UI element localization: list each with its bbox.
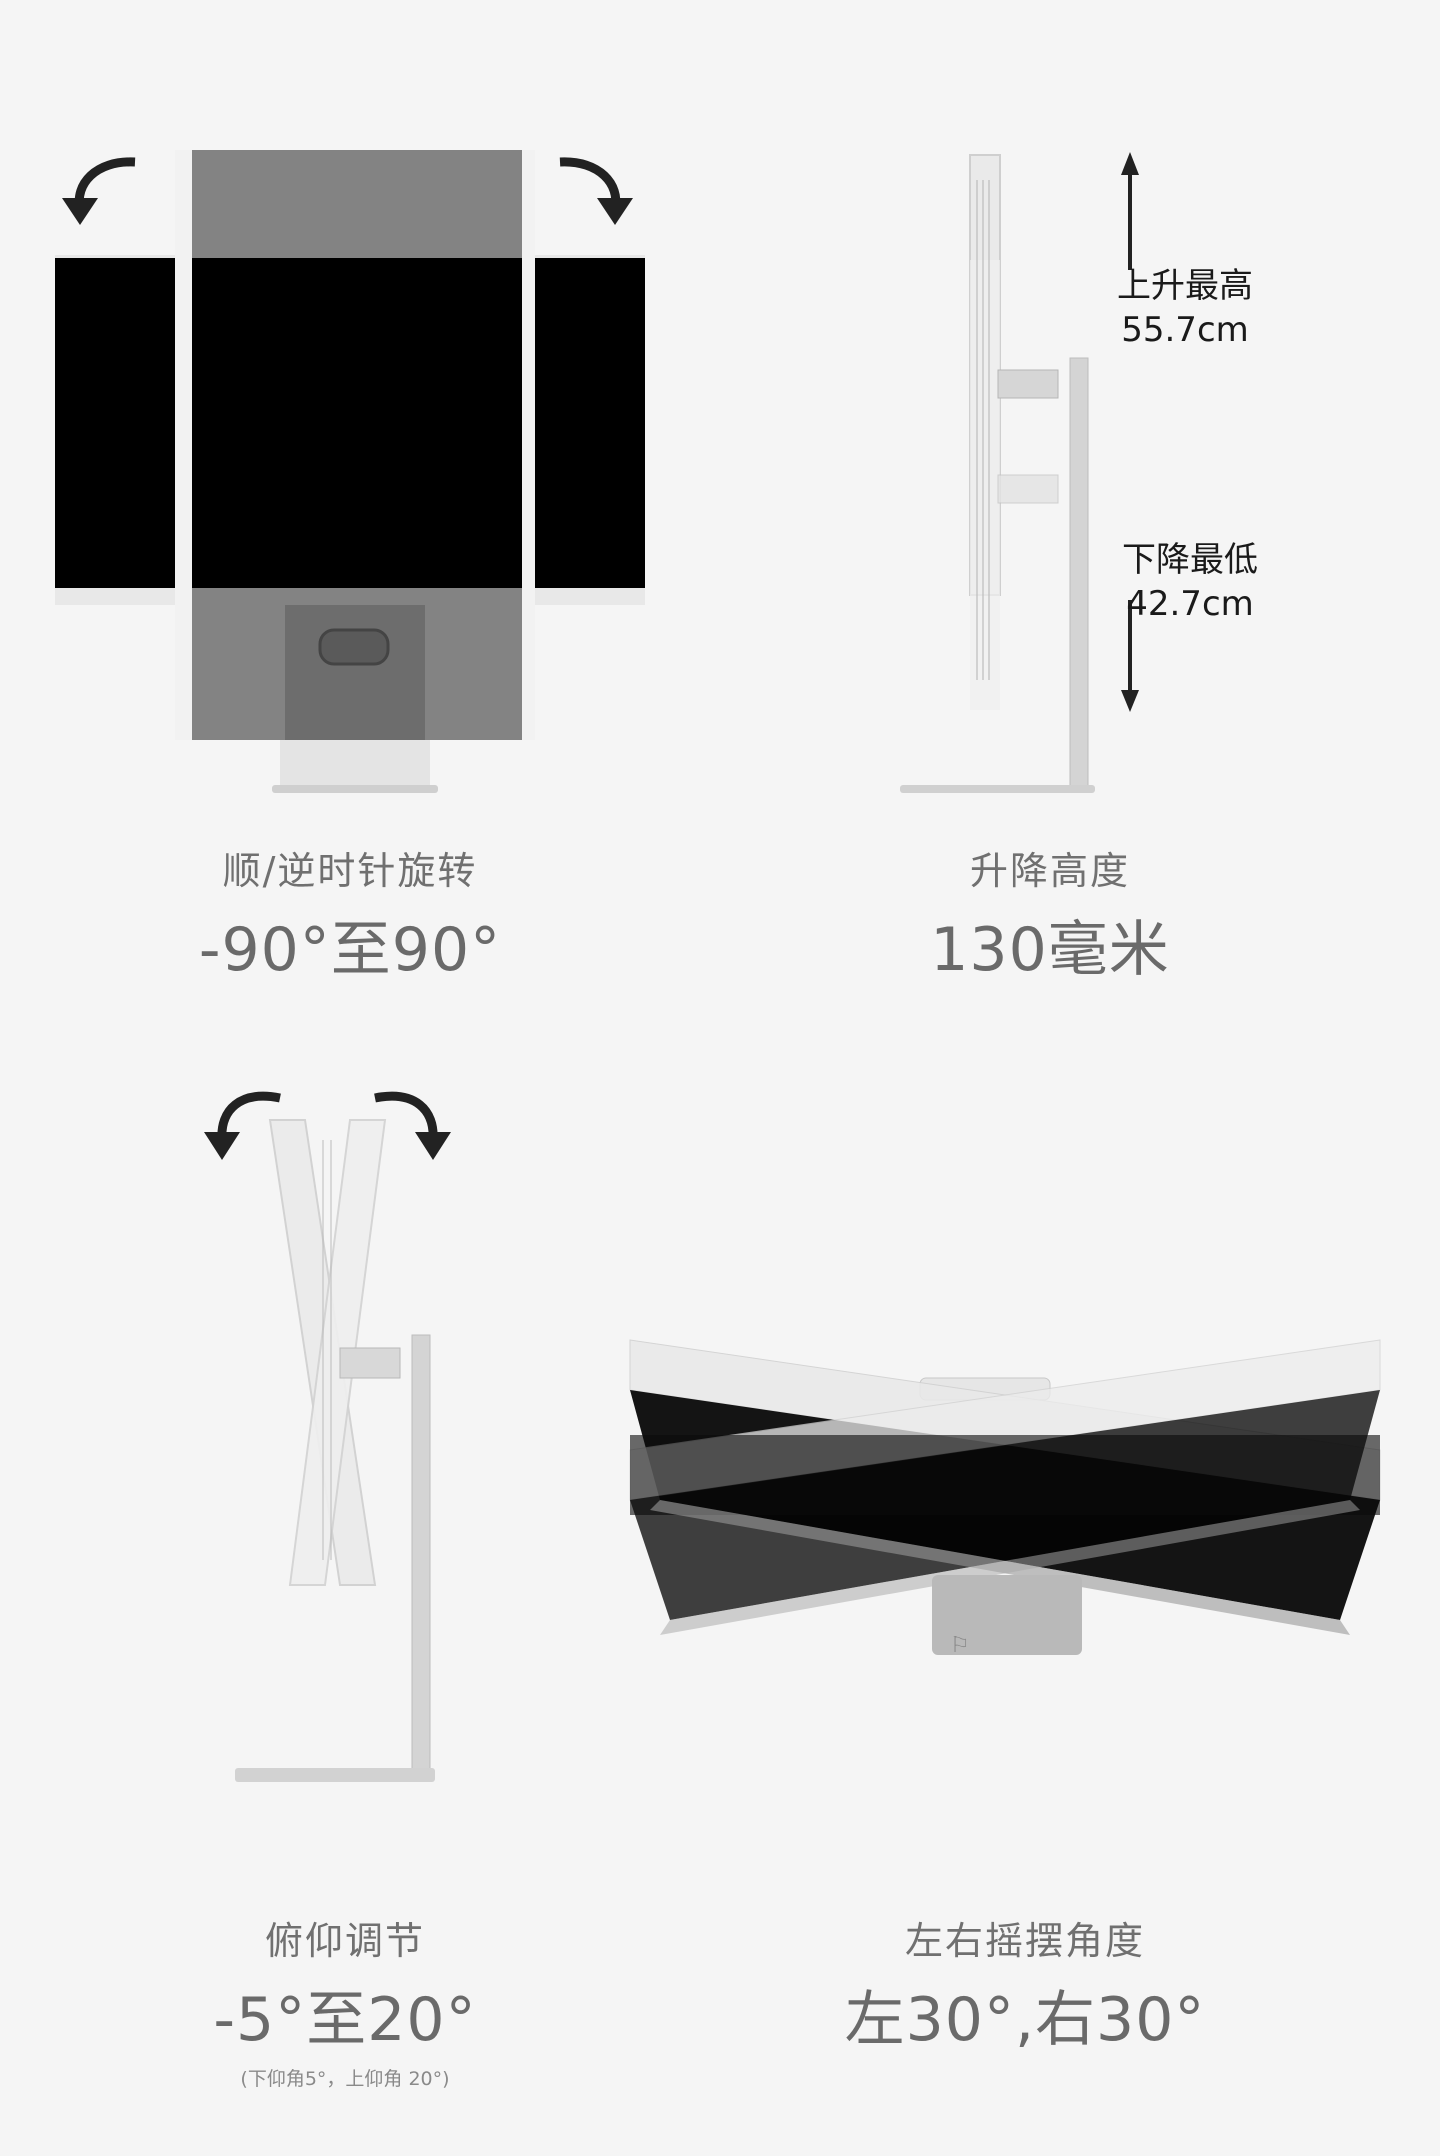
overlap-screen [192, 258, 522, 588]
tilt-illustration [204, 1091, 451, 1782]
stand-lower [280, 740, 430, 790]
max-height-value: 55.7cm [1121, 310, 1249, 351]
brand-mark-icon: ⚐ [950, 1633, 970, 1658]
tilt-stand-base [235, 1768, 435, 1782]
swivel-value: 左30°,右30° [844, 1985, 1206, 2055]
rotation-illustration [55, 150, 645, 793]
tilt-panel: 俯仰调节 -5°至20° (下仰角5°，上仰角 20°) [40, 1080, 660, 2120]
monitor-side-lowered [970, 260, 1000, 710]
rotation-panel: 顺/逆时针旋转 -90°至90° [40, 140, 660, 985]
height-label: 升降高度 [969, 849, 1130, 893]
tilt-back-arrow-icon [217, 1091, 281, 1141]
rotation-caption: 顺/逆时针旋转 -90°至90° [40, 840, 660, 988]
stand-handle [318, 628, 390, 666]
rotation-label: 顺/逆时针旋转 [222, 849, 478, 893]
height-caption: 升降高度 130毫米 [780, 840, 1320, 988]
tilt-value: -5°至20° [213, 1985, 477, 2055]
swivel-panel: ⚐ 左右摇摆角度 左30°,右30° [620, 1080, 1400, 2120]
swivel-illustration: ⚐ [629, 1339, 1381, 1658]
min-height-value: 42.7cm [1126, 584, 1254, 625]
rotation-value: -90°至90° [198, 915, 502, 985]
swivel-stand-body [932, 1575, 1082, 1655]
tilt-stand-pole [411, 1334, 431, 1776]
stand-base [900, 785, 1095, 793]
tilt-note: (下仰角5°，上仰角 20°) [240, 2068, 450, 2090]
tilt-hinge [339, 1347, 401, 1379]
hinge-lower [997, 474, 1059, 504]
monitor-swivel-center [630, 1435, 1380, 1515]
height-illustration [900, 152, 1139, 793]
height-value: 130毫米 [930, 915, 1170, 985]
min-height-label: 下降最低 [1122, 540, 1258, 580]
swivel-caption: 左右摇摆角度 左30°,右30° [620, 1910, 1430, 2058]
hinge-upper [997, 369, 1059, 399]
tilt-caption: 俯仰调节 -5°至20° (下仰角5°，上仰角 20°) [40, 1910, 650, 2091]
monitor-tilt-forward [288, 1119, 387, 1586]
max-height-label: 上升最高 [1117, 266, 1253, 306]
height-panel: 上升最高 55.7cm 下降最低 42.7cm 升降高度 130毫米 [780, 140, 1400, 985]
swivel-label: 左右摇摆角度 [904, 1919, 1145, 1963]
stand-foot [272, 785, 438, 793]
min-height-annotation: 下降最低 42.7cm [1115, 538, 1265, 626]
tilt-forward-arrow-icon [374, 1091, 438, 1141]
max-height-annotation: 上升最高 55.7cm [1110, 264, 1260, 352]
stand-neck [285, 605, 425, 740]
tilt-label: 俯仰调节 [264, 1919, 425, 1963]
stand-pole [1069, 357, 1089, 791]
